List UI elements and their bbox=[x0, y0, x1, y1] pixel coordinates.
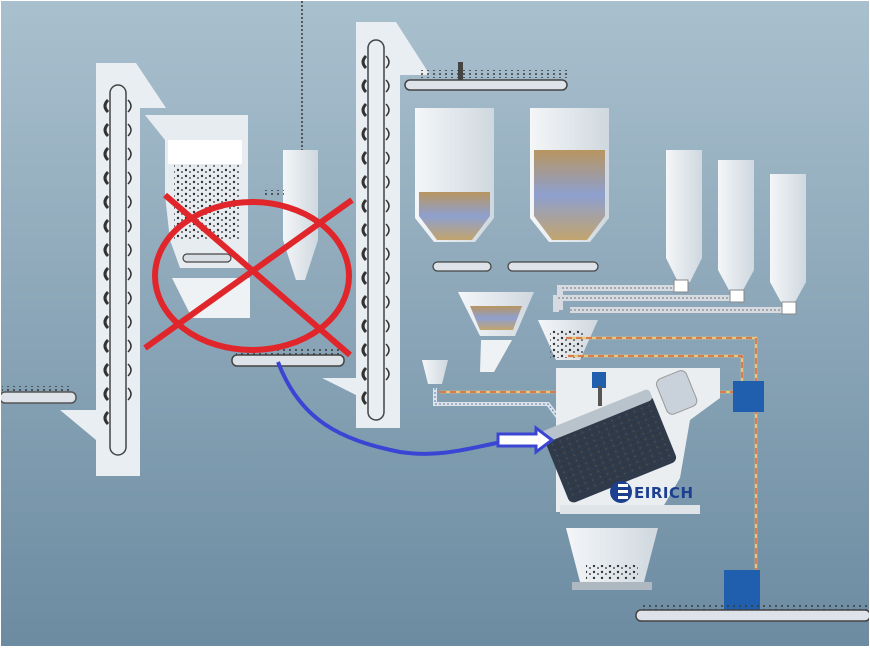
weigh-hopper-sand bbox=[458, 292, 534, 372]
additive-silo-1 bbox=[666, 150, 702, 282]
top-conveyor bbox=[404, 62, 570, 91]
storage-bin-2 bbox=[530, 108, 609, 242]
intensive-mixer bbox=[542, 368, 720, 514]
bucket-elevator-right bbox=[322, 22, 430, 428]
eirich-logo-mark bbox=[610, 481, 632, 503]
liquid-dosing-cone bbox=[422, 360, 562, 422]
discharge-hopper bbox=[566, 528, 658, 590]
storage-bin-1 bbox=[415, 108, 494, 242]
additive-silo-3 bbox=[770, 174, 806, 304]
bypass-flow-arrow bbox=[276, 361, 555, 456]
eirich-brand-label: EIRICH bbox=[634, 484, 694, 502]
outlet-conveyor bbox=[635, 603, 870, 622]
additive-silo-2 bbox=[718, 160, 754, 292]
feeder-belts bbox=[432, 261, 599, 272]
control-box-upper bbox=[733, 381, 764, 412]
weigh-hopper-binder bbox=[538, 320, 598, 360]
cross-out-mark bbox=[143, 192, 354, 358]
bucket-elevator-left bbox=[60, 63, 166, 476]
inlet-conveyor bbox=[0, 386, 77, 404]
additive-pipes bbox=[553, 279, 797, 315]
